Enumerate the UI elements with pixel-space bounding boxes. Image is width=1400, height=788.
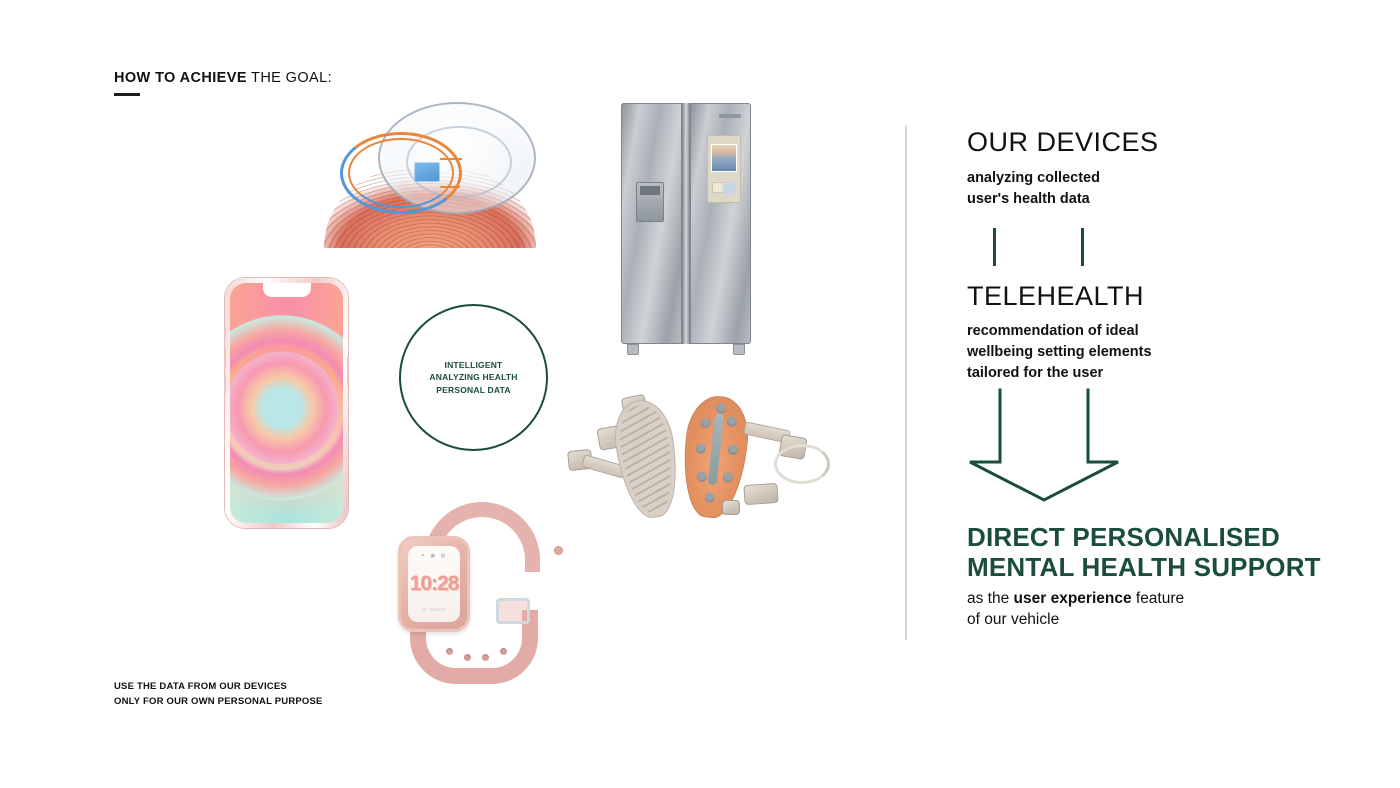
fridge-screen-widget	[722, 181, 737, 195]
dispenser-control-panel	[640, 186, 660, 195]
circle-label-line-2: ANALYZING HEALTH	[429, 372, 518, 383]
outcome-headline: DIRECT PERSONALISED MENTAL HEALTH SUPPOR…	[967, 522, 1367, 582]
phone-screen	[230, 283, 343, 523]
watch-screen: ✦ ▣ ▨ 10:28 ▭ ▭▭▭	[408, 546, 460, 622]
smart-insoles-image	[566, 392, 836, 527]
sensor-pad-1	[700, 417, 712, 429]
insole-right-sensor	[677, 393, 753, 521]
smartwatch-image: ✦ ▣ ▨ 10:28 ▭ ▭▭▭	[390, 502, 563, 690]
smartphone-image	[224, 278, 349, 528]
right-content-column: OUR DEVICES analyzing collected user's h…	[967, 127, 1367, 384]
outcome-subtext-line-2: of our vehicle	[967, 611, 1060, 629]
telehealth-sub-line-1: recommendation of ideal	[967, 323, 1139, 340]
outcome-subtext-line-1: as the user experience feature	[967, 589, 1367, 610]
lens-microchip	[414, 162, 440, 182]
outcome-headline-line-2: MENTAL HEALTH SUPPORT	[967, 551, 1321, 582]
circle-label-line-3: PERSONAL DATA	[436, 384, 511, 395]
footnote: USE THE DATA FROM OUR DEVICES ONLY FOR O…	[114, 680, 323, 709]
sensor-pad-3	[695, 442, 707, 454]
watch-status-icons: ✦ ▣ ▨	[420, 553, 448, 559]
sensor-pad-4	[727, 444, 739, 456]
section-sub-our-devices: analyzing collected user's health data	[967, 168, 1367, 210]
fridge-leg-right	[733, 344, 745, 355]
fridge-brand-logo	[719, 114, 741, 118]
section-title-telehealth: TELEHEALTH	[967, 280, 1145, 311]
outcome-sub-post: feature	[1131, 590, 1185, 608]
sensor-pad-7	[704, 492, 716, 504]
lens-trace-1	[440, 158, 462, 160]
smart-contact-lens-image	[322, 100, 538, 248]
header: HOW TO ACHIEVE THE GOAL:	[114, 70, 332, 96]
connector-lines	[967, 222, 1367, 282]
section-sub-telehealth: recommendation of ideal wellbeing settin…	[967, 321, 1367, 384]
outcome-sub-pre: as the	[967, 590, 1014, 608]
down-arrow-icon	[968, 388, 1120, 502]
telehealth-sub-line-3: tailored for the user	[967, 365, 1104, 382]
phone-power-button	[347, 356, 349, 386]
insole-module-5	[743, 482, 779, 506]
sensor-pad-8	[715, 402, 727, 414]
footnote-line-2: ONLY FOR OUR OWN PERSONAL PURPOSE	[114, 695, 323, 707]
telehealth-sub-line-2: wellbeing setting elements	[967, 344, 1152, 361]
sensor-pad-2	[726, 416, 738, 428]
watch-crown-button[interactable]	[554, 546, 563, 555]
page-title-bold: HOW TO ACHIEVE	[114, 70, 247, 86]
sensor-pad-5	[696, 471, 708, 483]
outcome-block: DIRECT PERSONALISED MENTAL HEALTH SUPPOR…	[967, 522, 1367, 631]
fridge-right-door	[690, 103, 751, 344]
insole-left-gray	[609, 396, 685, 522]
fridge-screen-photo	[711, 144, 737, 172]
outcome-sub-bold: user experience	[1013, 590, 1132, 608]
phone-notch	[262, 283, 311, 297]
circle-label-line-1: INTELLIGENT	[444, 360, 503, 371]
insole-charging-cable	[774, 444, 830, 484]
smart-refrigerator-image	[621, 103, 751, 355]
watch-buckle	[496, 598, 530, 624]
fridge-leg-left	[627, 344, 639, 355]
sensor-pad-6	[722, 471, 734, 483]
lens-antenna-coil	[340, 132, 462, 214]
section-title-our-devices: OUR DEVICES	[967, 127, 1159, 157]
vertical-divider	[905, 125, 907, 640]
strap-hole-2	[464, 654, 471, 661]
phone-volume-down-button	[224, 374, 226, 394]
page-title-light: THE GOAL:	[246, 70, 333, 86]
fridge-left-door	[621, 103, 682, 344]
circle-node-label: INTELLIGENT ANALYZING HEALTH PERSONAL DA…	[429, 359, 517, 396]
strap-hole-4	[500, 648, 507, 655]
connector-line-left	[993, 227, 996, 266]
fridge-touchscreen	[707, 135, 741, 203]
outcome-headline-line-1: DIRECT PERSONALISED	[967, 522, 1280, 552]
water-dispenser	[636, 182, 664, 222]
strap-hole-3	[482, 654, 489, 661]
our-devices-sub-line-2: user's health data	[967, 190, 1090, 207]
intelligent-analysis-node: INTELLIGENT ANALYZING HEALTH PERSONAL DA…	[399, 304, 548, 451]
watch-date-display: ▭ ▭▭▭	[421, 607, 447, 613]
watch-case: ✦ ▣ ▨ 10:28 ▭ ▭▭▭	[398, 536, 470, 632]
page-title: HOW TO ACHIEVE THE GOAL:	[114, 70, 332, 86]
our-devices-sub-line-1: analyzing collected	[967, 169, 1100, 186]
outcome-subtext: as the user experience feature of our ve…	[967, 589, 1367, 631]
phone-mute-switch	[224, 326, 226, 338]
strap-hole-1	[446, 648, 453, 655]
watch-time-display: 10:28	[409, 572, 460, 595]
lens-trace-2	[440, 186, 460, 188]
phone-volume-up-button	[224, 348, 226, 368]
lens-antenna-coil-inner	[348, 138, 454, 208]
title-underline	[114, 93, 140, 96]
fridge-door-seam	[682, 103, 690, 344]
footnote-line-1: USE THE DATA FROM OUR DEVICES	[114, 681, 287, 692]
insole-module-6	[722, 500, 740, 515]
connector-line-right	[1081, 227, 1084, 266]
